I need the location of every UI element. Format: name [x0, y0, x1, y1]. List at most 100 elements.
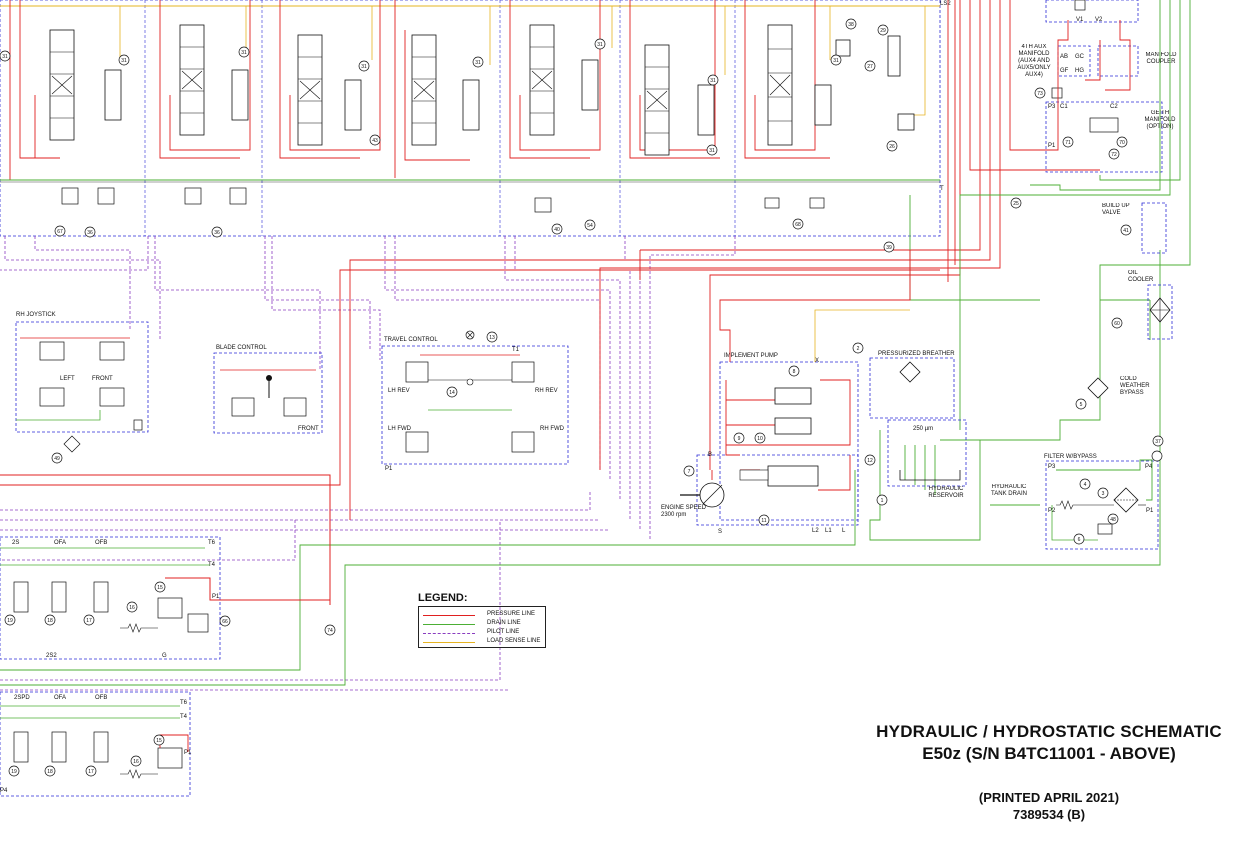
legend: LEGEND: PRESSURE LINE DRAIN LINE PILOT L…: [418, 592, 546, 648]
svg-text:P1: P1: [184, 750, 192, 756]
title-block: HYDRAULIC / HYDROSTATIC SCHEMATIC E50z (…: [850, 722, 1248, 822]
callout-number: 39: [886, 245, 892, 251]
callout-number: 10: [757, 436, 763, 442]
callout-number: 31: [475, 60, 481, 66]
legend-item-pilot: PILOT LINE: [423, 629, 541, 638]
lh-rev-label: LH REV: [388, 388, 410, 394]
rh-rev-label: RH REV: [535, 388, 558, 394]
joystick-front-label: FRONT: [92, 376, 113, 382]
svg-text:C2: C2: [1110, 104, 1118, 110]
callout-circle: [1079, 478, 1091, 490]
callout-circle: [1097, 487, 1109, 499]
svg-text:P4: P4: [1145, 464, 1153, 470]
callout-circle: [864, 60, 876, 72]
callout-circle: [358, 60, 370, 72]
svg-text:OFA: OFA: [54, 540, 66, 546]
manifold-coupler-label: MANIFOLD COUPLER: [1145, 52, 1177, 65]
svg-text:GC: GC: [1075, 54, 1085, 60]
callout-number: 5: [1080, 402, 1083, 408]
svg-text:OFA: OFA: [54, 695, 66, 701]
svg-text:P3: P3: [1048, 464, 1056, 470]
callout-circle: [0, 50, 11, 62]
lh-fwd-label: LH FWD: [388, 426, 412, 432]
callout-number: 54: [587, 223, 593, 229]
filter-bypass-block: FILTER W/BYPASS P3 P4 P2 P1: [1044, 450, 1163, 550]
blade-control-label: BLADE CONTROL: [216, 345, 267, 351]
callout-circle: [1075, 398, 1087, 410]
callout-circle: [551, 223, 563, 235]
callout-number: 19: [11, 769, 17, 775]
callout-circle: [1111, 317, 1123, 329]
reservoir-block: PRESSURIZED BREATHER 250 µm HYDRAULIC RE…: [869, 351, 967, 499]
callout-number: 31: [597, 42, 603, 48]
legend-item-load-sense: LOAD SENSE LINE: [423, 638, 541, 647]
callout-number: 15: [157, 585, 163, 591]
callout-number: 40: [554, 227, 560, 233]
blade-front-label: FRONT: [298, 426, 319, 432]
callout-circle: [85, 765, 97, 777]
callout-circle: [1062, 136, 1074, 148]
callout-number: 29: [880, 28, 886, 34]
svg-text:L1: L1: [825, 528, 832, 534]
callout-number: 1: [881, 498, 884, 504]
callout-circle: [594, 38, 606, 50]
legend-box: PRESSURE LINE DRAIN LINE PILOT LINE LOAD…: [418, 606, 546, 648]
aux-manifold-label: 4TH AUX MANIFOLD (AUX4 AND AUX5/ONLY AUX…: [1017, 44, 1051, 78]
callout-circle: [1108, 148, 1120, 160]
svg-text:P1: P1: [385, 466, 393, 472]
callout-number: 31: [241, 50, 247, 56]
rh-joystick-label: RH JOYSTICK: [16, 312, 56, 318]
callout-circle: [792, 218, 804, 230]
callout-circle: [118, 54, 130, 66]
callout-circle: [130, 755, 142, 767]
svg-text:AB: AB: [1060, 54, 1068, 60]
svg-text:HG: HG: [1075, 68, 1084, 74]
oil-cooler-label: OIL COOLER: [1128, 270, 1154, 283]
callout-number: 31: [833, 58, 839, 64]
svg-text:L: L: [842, 528, 846, 534]
travel-control-block: TRAVEL CONTROL LH REV RH REV LH FWD RH F…: [381, 330, 569, 472]
reservoir-label: HYDRAULIC RESERVOIR: [928, 486, 964, 499]
model-serial: E50z (S/N B4TC11001 - ABOVE): [922, 744, 1176, 763]
callout-circle: [153, 734, 165, 746]
svg-text:C1: C1: [1060, 104, 1068, 110]
callout-circle: [1034, 87, 1046, 99]
svg-text:OFB: OFB: [95, 540, 107, 546]
callout-circle: [706, 144, 718, 156]
filter-bypass-label: FILTER W/BYPASS: [1044, 454, 1097, 460]
callout-circle: [1120, 224, 1132, 236]
callout-circle: [44, 614, 56, 626]
callout-number: 26: [889, 144, 895, 150]
callout-circle: [446, 386, 458, 398]
svg-text:P1: P1: [1048, 143, 1056, 149]
callout-number: 19: [7, 618, 13, 624]
svg-text:T4: T4: [208, 562, 216, 568]
callout-circle: [584, 219, 596, 231]
svg-text:2S: 2S: [12, 540, 19, 546]
breather-label: PRESSURIZED BREATHER: [878, 351, 955, 357]
callout-number: 36: [87, 230, 93, 236]
callout-circle: [8, 765, 20, 777]
svg-text:G: G: [162, 653, 167, 659]
callout-circle: [1107, 513, 1119, 525]
callout-number: 41: [1123, 228, 1129, 234]
callout-number: 31: [710, 78, 716, 84]
callout-circle: [238, 46, 250, 58]
callout-circle: [883, 241, 895, 253]
schematic-title: HYDRAULIC / HYDROSTATIC SCHEMATIC: [876, 722, 1222, 741]
callout-number: 48: [1110, 517, 1116, 523]
callout-number: 38: [848, 22, 854, 28]
callout-number: 16: [133, 759, 139, 765]
callout-circle: [1116, 136, 1128, 148]
callout-number: 2: [857, 346, 860, 352]
callout-number: 67: [57, 229, 63, 235]
callout-number: 31: [709, 148, 715, 154]
callout-circle: [788, 365, 800, 377]
filter-rating-label: 250 µm: [913, 426, 933, 432]
svg-text:P4: P4: [0, 788, 8, 794]
callout-number: 70: [1119, 140, 1125, 146]
callout-number: 9: [738, 436, 741, 442]
callout-number: 12: [867, 458, 873, 464]
callout-circle: [44, 765, 56, 777]
